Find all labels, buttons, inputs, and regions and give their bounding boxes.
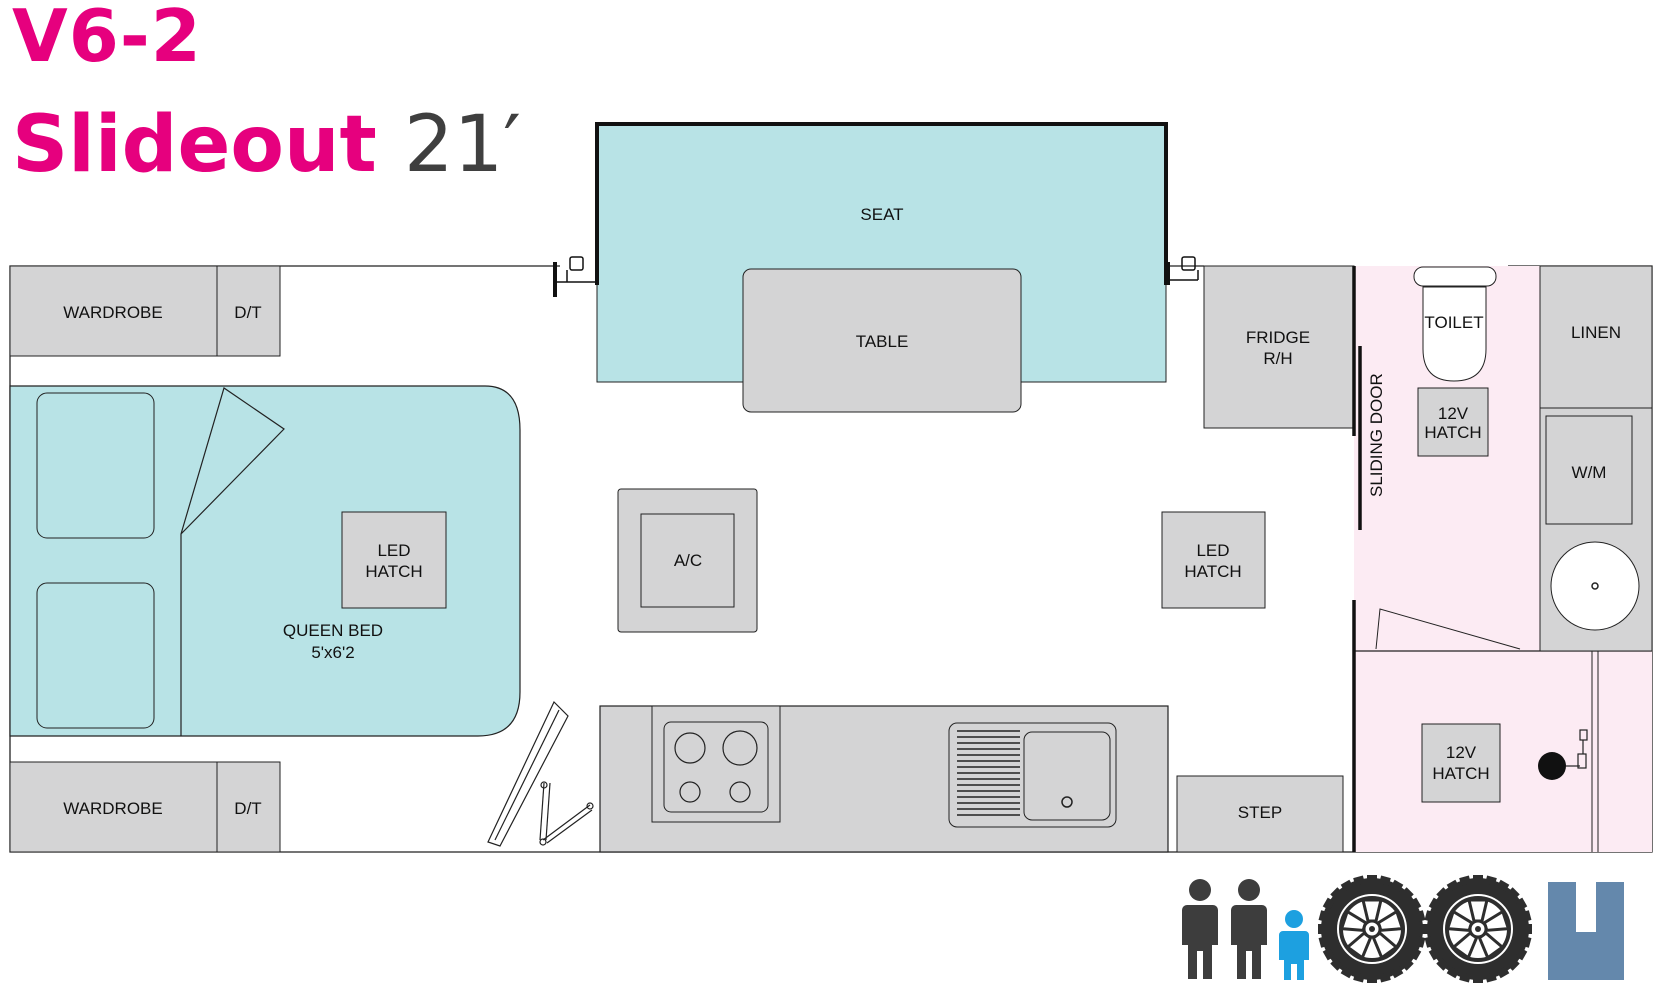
- model-title: V6-2: [12, 0, 202, 78]
- child-icon: [1279, 910, 1309, 980]
- sink-drain: [1061, 796, 1073, 808]
- fridge-side: R/H: [1263, 349, 1292, 368]
- wardrobe-bottom-label: WARDROBE: [63, 799, 163, 818]
- led-hatch-bed-line2: HATCH: [365, 562, 422, 581]
- hatch-12v-top: [1417, 387, 1489, 457]
- washing-machine-label: W/M: [1572, 463, 1607, 482]
- slideout-hinge-right: [1166, 256, 1199, 285]
- table: [742, 268, 1022, 413]
- sliding-door-label: SLIDING DOOR: [1367, 373, 1386, 497]
- step-label: STEP: [1238, 803, 1282, 822]
- burner-small-right: [729, 781, 751, 803]
- led-hatch-right-line2: HATCH: [1184, 562, 1241, 581]
- ac-label: A/C: [674, 551, 702, 570]
- adult-icon: [1182, 879, 1218, 979]
- seat-label: SEAT: [860, 205, 903, 224]
- fridge-label: FRIDGE: [1246, 328, 1310, 347]
- toilet-label: TOILET: [1424, 313, 1483, 332]
- wheel-icon: [1424, 875, 1532, 983]
- hatch-12v-top-line1: 12V: [1438, 404, 1469, 423]
- hatch-12v-bottom-line1: 12V: [1446, 743, 1477, 762]
- washing-machine: [1545, 415, 1633, 525]
- dt-bottom-label: D/T: [234, 799, 261, 818]
- pillow-top: [36, 392, 155, 539]
- led-hatch-bed-line1: LED: [377, 541, 410, 560]
- dt-bottom: [216, 761, 281, 853]
- u-shape-layout-icon: [1548, 882, 1624, 980]
- queen-bed-size: 5'x6'2: [311, 643, 354, 662]
- hatch-12v-top-line2: HATCH: [1424, 423, 1481, 442]
- toilet-cistern: [1413, 266, 1497, 287]
- fridge: [1203, 265, 1355, 429]
- sink-bowl: [1023, 731, 1111, 821]
- table-label: TABLE: [856, 332, 909, 351]
- entry-door-stay: [487, 700, 594, 847]
- slideout-hinge-left: [553, 256, 597, 297]
- linen-label: LINEN: [1571, 323, 1621, 342]
- led-hatch-right: [1161, 511, 1266, 609]
- cooktop: [651, 705, 781, 823]
- wheel-icon: [1318, 875, 1426, 983]
- queen-bed-label: QUEEN BED: [283, 621, 383, 640]
- hatch-12v-bottom-line2: HATCH: [1432, 764, 1489, 783]
- model-subtitle: Slideout 21′: [12, 100, 521, 190]
- wardrobe-bottom: [9, 761, 218, 853]
- entry-step: [1176, 775, 1344, 853]
- burner-large-left: [674, 732, 706, 764]
- model-length: 21′: [403, 100, 521, 190]
- linen-cupboard: [1539, 265, 1653, 409]
- bathroom-door-swing: [1375, 608, 1521, 650]
- pillow-bottom: [36, 582, 155, 729]
- sink-drainer: [957, 730, 1020, 816]
- led-hatch-right-line1: LED: [1196, 541, 1229, 560]
- hatch-12v-bottom: [1421, 723, 1501, 803]
- shower-head-icon: [1538, 752, 1566, 780]
- basin: [1550, 541, 1640, 631]
- burner-small-left: [679, 781, 701, 803]
- burner-large-right: [722, 730, 758, 766]
- people-capacity: [1182, 879, 1309, 980]
- bed-sheet-fold: [180, 387, 285, 535]
- adult-icon: [1231, 879, 1267, 979]
- model-name: Slideout: [12, 100, 377, 190]
- dt-top: [216, 265, 281, 357]
- led-hatch-bed: [341, 511, 447, 609]
- shower-mixer-icon: [1566, 729, 1588, 769]
- wardrobe-top: [9, 265, 218, 357]
- dt-top-label: D/T: [234, 303, 261, 322]
- wardrobe-top-label: WARDROBE: [63, 303, 163, 322]
- toilet-bowl: [1422, 286, 1487, 382]
